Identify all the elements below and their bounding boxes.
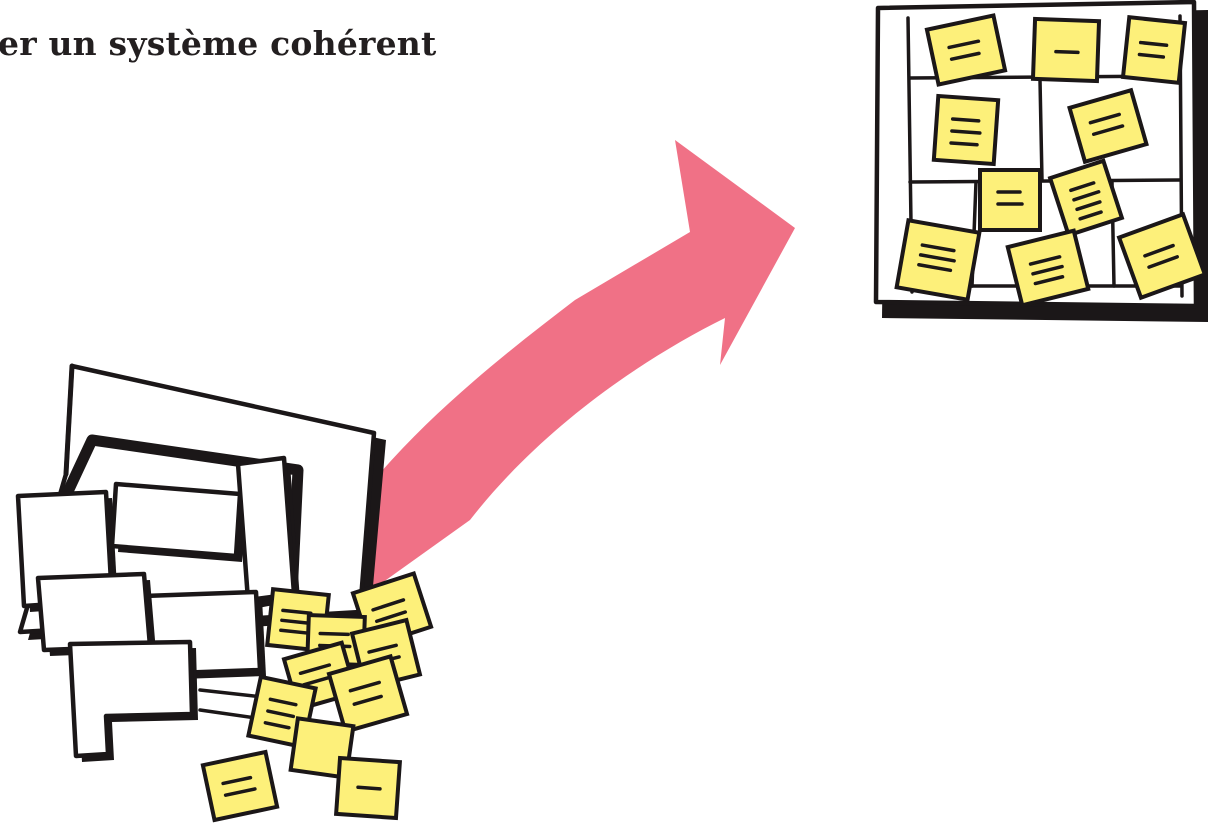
sticky-note-icon <box>1116 211 1208 301</box>
sticky-note-icon <box>333 755 403 821</box>
sticky-note-icon <box>1005 228 1091 308</box>
page-title: er un système cohérent <box>0 24 437 63</box>
sticky-note-icon <box>1030 16 1102 84</box>
sticky-note-icon <box>1067 87 1149 165</box>
sticky-note-icon <box>1047 158 1125 238</box>
sticky-note-icon <box>924 13 1008 87</box>
sticky-note-icon <box>894 217 982 303</box>
sticky-note-icon <box>1120 15 1188 85</box>
messy-pile-icon <box>15 363 386 762</box>
sticky-note-icon <box>978 168 1042 232</box>
sticky-note-icon <box>931 93 1001 167</box>
sticky-note-icon <box>200 749 280 823</box>
transform-arrow-icon <box>300 140 795 620</box>
sticky-note-icon <box>326 653 410 735</box>
organized-board-icon <box>873 0 1208 322</box>
